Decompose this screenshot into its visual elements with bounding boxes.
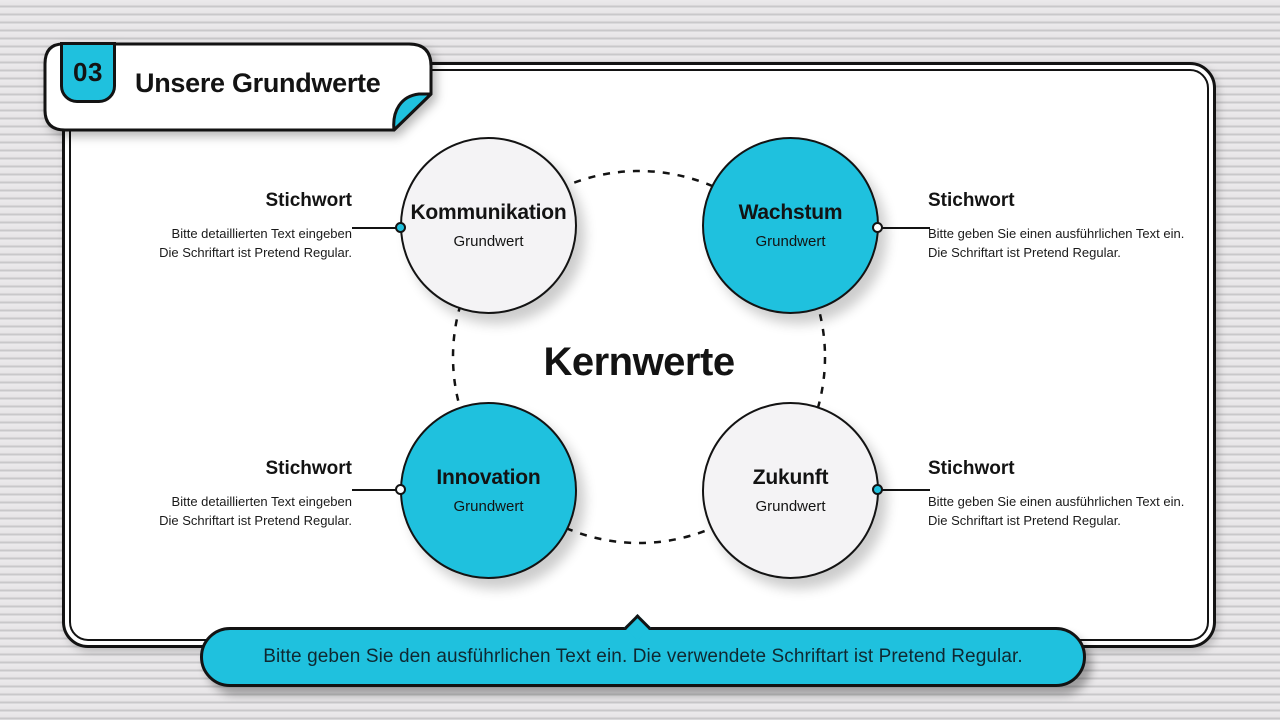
keyword-label: Stichwort [265,458,352,479]
header-card-shape [43,42,433,132]
connector-dot-innovation [395,484,406,495]
node-title: Zukunft [752,466,829,489]
node-subtitle: Grundwert [755,233,826,250]
node-title: Innovation [436,466,541,489]
node-circle-zukunft: Zukunft Grundwert [702,402,879,579]
keyword-desc-line1: Bitte geben Sie einen ausführlichen Text… [928,494,1185,509]
keyword-block-innovation: Stichwort Bitte detaillierten Text einge… [52,458,352,530]
center-title: Kernwerte [543,340,735,384]
node-circle-wachstum: Wachstum Grundwert [702,137,879,314]
keyword-desc-line1: Bitte geben Sie einen ausführlichen Text… [928,226,1185,241]
header-card: 03 Unsere Grundwerte [42,42,434,132]
keyword-label: Stichwort [265,190,352,211]
node-subtitle: Grundwert [453,233,524,250]
keyword-desc-line1: Bitte detaillierten Text eingeben [171,226,352,241]
node-subtitle: Grundwert [755,498,826,515]
keyword-block-wachstum: Stichwort Bitte geben Sie einen ausführl… [928,190,1228,262]
keyword-desc-line2: Die Schriftart ist Pretend Regular. [159,245,352,260]
connector-dot-zukunft [872,484,883,495]
connector-dot-wachstum [872,222,883,233]
footer-banner: Bitte geben Sie den ausführlichen Text e… [200,627,1086,687]
keyword-desc-line1: Bitte detaillierten Text eingeben [171,494,352,509]
header-number-badge: 03 [60,42,116,103]
keyword-block-kommunikation: Stichwort Bitte detaillierten Text einge… [52,190,352,262]
keyword-desc-line2: Die Schriftart ist Pretend Regular. [928,245,1121,260]
header-number: 03 [73,57,103,87]
node-circle-kommunikation: Kommunikation Grundwert [400,137,577,314]
keyword-block-zukunft: Stichwort Bitte geben Sie einen ausführl… [928,458,1228,530]
fold-corner-icon [392,92,433,132]
node-title: Kommunikation [410,201,567,224]
footer-text: Bitte geben Sie den ausführlichen Text e… [263,646,1023,667]
keyword-label: Stichwort [928,458,1015,479]
node-title: Wachstum [738,201,843,224]
connector-dot-kommunikation [395,222,406,233]
page-title: Unsere Grundwerte [135,67,381,98]
node-circle-innovation: Innovation Grundwert [400,402,577,579]
keyword-desc-line2: Die Schriftart ist Pretend Regular. [159,513,352,528]
keyword-desc-line2: Die Schriftart ist Pretend Regular. [928,513,1121,528]
node-subtitle: Grundwert [453,498,524,515]
keyword-label: Stichwort [928,190,1015,211]
